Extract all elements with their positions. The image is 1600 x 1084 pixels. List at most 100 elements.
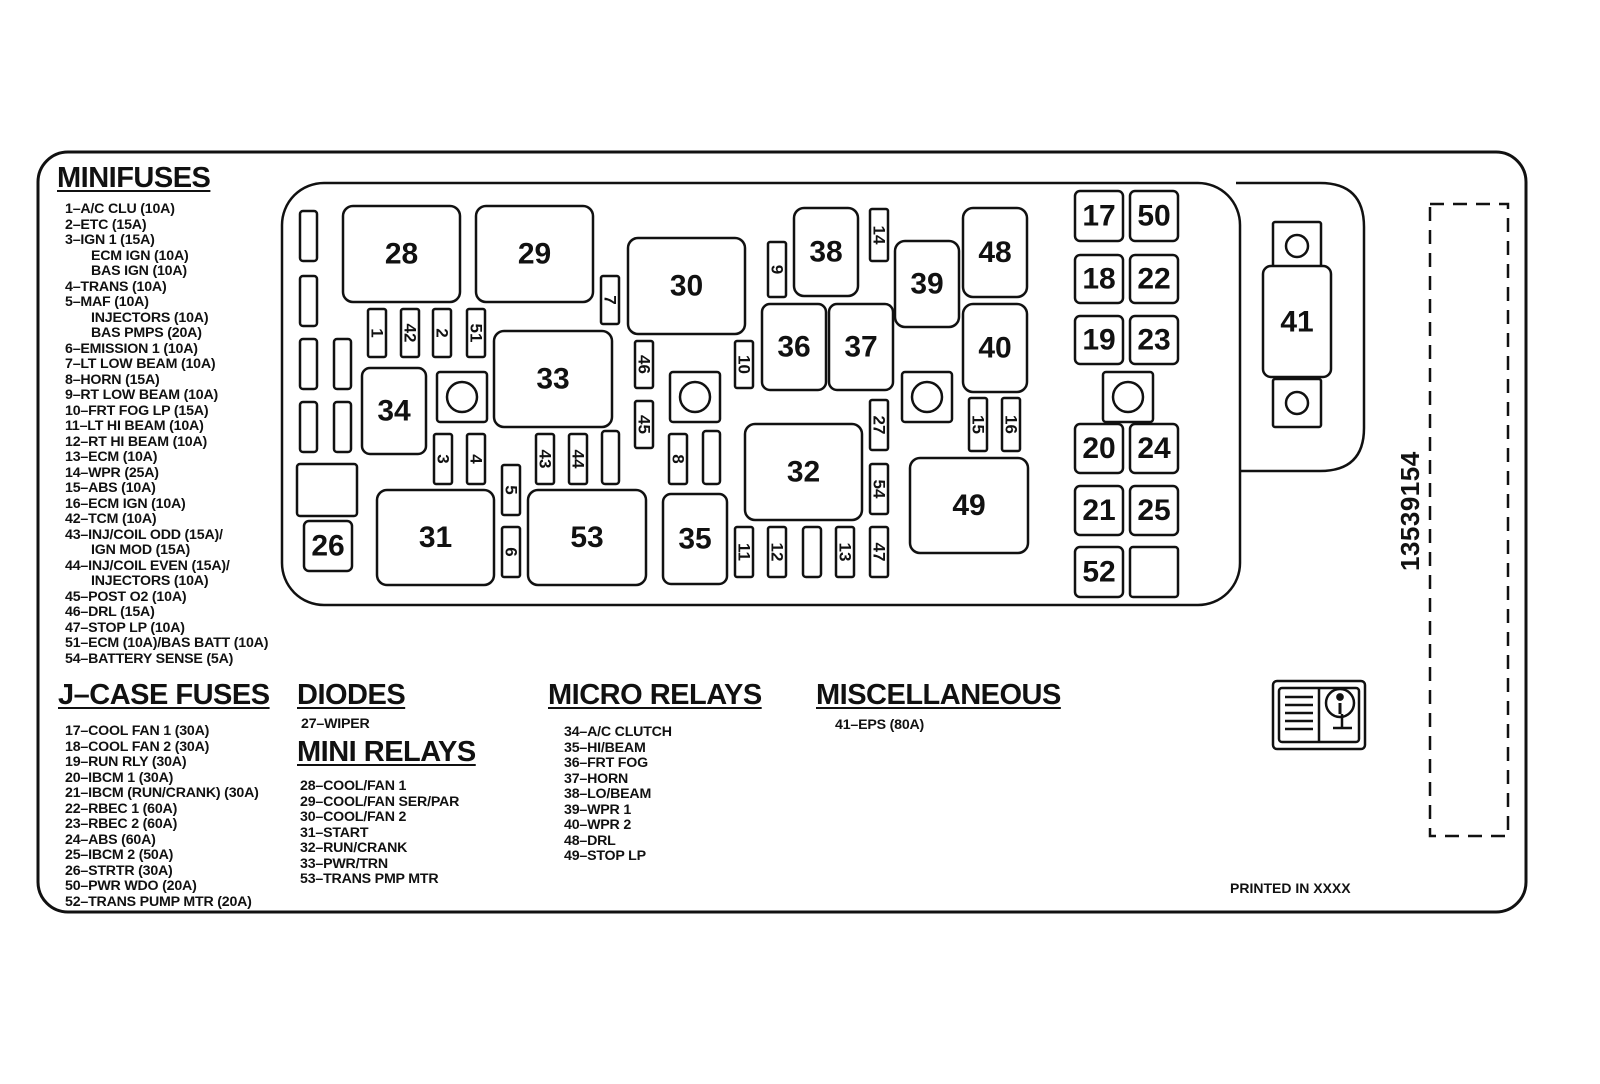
- list-item: 43–INJ/COIL ODD (15A)/: [65, 526, 223, 543]
- mega-fuse-slot: [1261, 264, 1333, 379]
- empty-slot: [298, 337, 319, 391]
- miscellaneous-title: MISCELLANEOUS: [816, 679, 1061, 711]
- empty-slot: [1128, 545, 1180, 599]
- micro-relay-slot: [827, 302, 895, 392]
- list-item: 27–WIPER: [301, 716, 370, 732]
- list-item: 17–COOL FAN 1 (30A): [65, 723, 210, 739]
- jcase-fuse-number: 50: [1137, 200, 1170, 233]
- list-item: 26–STRTR (30A): [65, 862, 173, 879]
- minifuse-number: 4: [467, 454, 486, 464]
- list-item: 14–WPR (25A): [65, 464, 159, 481]
- micro-relay-number: 36: [777, 331, 810, 364]
- list-item: 41–EPS (80A): [835, 717, 925, 733]
- mini-relay-number: 40: [978, 332, 1011, 365]
- mini-relay-slot: [474, 204, 595, 304]
- minifuse-number: 45: [635, 415, 654, 434]
- minifuse-number: 42: [401, 324, 420, 343]
- list-item: 18–COOL FAN 2 (30A): [65, 738, 210, 755]
- jcase-fuse-number: 21: [1082, 494, 1115, 527]
- diodes-title: DIODES: [297, 679, 406, 711]
- jcase-fuse-slot: [1128, 484, 1180, 537]
- minifuse-number: 10: [735, 355, 754, 374]
- mega-fuse-terminal: [1271, 220, 1323, 272]
- minifuse-slot: [567, 432, 589, 486]
- mini-relay-slot: [526, 488, 648, 587]
- minifuse-slot: [733, 525, 755, 579]
- minifuse-slot: [465, 432, 487, 486]
- minifuse-number: 16: [1002, 415, 1021, 434]
- mini-relay-slot: [492, 329, 614, 429]
- mini-relay-slot: [375, 488, 496, 587]
- jcase-fuse-number: 25: [1137, 494, 1170, 527]
- diodes-list: 27–WIPER: [301, 716, 370, 733]
- printed-in-label: PRINTED IN XXXX: [1230, 880, 1351, 896]
- minifuses-list: 1–A/C CLU (10A)2–ETC (15A)3–IGN 1 (15A)E…: [65, 201, 268, 667]
- list-item: 31–START: [300, 824, 369, 841]
- list-item: ECM IGN (10A): [91, 247, 189, 264]
- empty-slot: [298, 274, 319, 328]
- list-item: BAS PMPS (20A): [91, 325, 202, 341]
- terminal-bolt-hole: [1284, 233, 1310, 259]
- minifuse-slot: [432, 432, 454, 486]
- minifuse-slot: [868, 525, 890, 579]
- minifuse-slot: [766, 240, 788, 299]
- empty-slot: [332, 337, 353, 391]
- miscellaneous-list: 41–EPS (80A): [835, 717, 925, 734]
- list-item: 50–PWR WDO (20A): [65, 878, 197, 894]
- mega-fuse-terminal: [1271, 377, 1323, 429]
- micro-relay-slot: [360, 366, 428, 456]
- mini-relay-number: 30: [670, 270, 703, 303]
- mount-hole: [445, 380, 479, 414]
- micro-relays-title: MICRO RELAYS: [548, 679, 762, 711]
- jcase-fuse-slot: [1073, 253, 1125, 305]
- minifuse-number: 13: [836, 543, 855, 562]
- jcase-fuse-slot: [1073, 189, 1125, 243]
- minifuse-number: 54: [870, 480, 889, 499]
- mini-relay-number: 53: [570, 521, 603, 554]
- minifuse-number: 5: [502, 485, 521, 494]
- list-item: 47–STOP LP (10A): [65, 619, 185, 636]
- list-item: 16–ECM IGN (10A): [65, 495, 186, 512]
- mini-relay-slot: [341, 204, 462, 304]
- mini-relay-slot: [908, 456, 1030, 555]
- list-item: 3–IGN 1 (15A): [65, 232, 155, 248]
- mini-relay-slot: [893, 239, 961, 329]
- list-item: 20–IBCM 1 (30A): [65, 769, 174, 786]
- empty-slot: [298, 209, 319, 263]
- list-item: 42–TCM (10A): [65, 511, 157, 527]
- minifuse-slot: [366, 307, 388, 359]
- mount-hole: [910, 380, 944, 414]
- minifuse-number: 1: [368, 328, 387, 337]
- minifuse-number: 46: [635, 355, 654, 374]
- empty-slot: [801, 525, 823, 579]
- empty-slot: [701, 429, 722, 486]
- minifuse-slot: [534, 432, 556, 486]
- mini-relay-number: 31: [419, 521, 452, 554]
- list-item: 4–TRANS (10A): [65, 278, 167, 295]
- jcase-fuse-number: 23: [1137, 324, 1170, 357]
- list-item: 1–A/C CLU (10A): [65, 201, 175, 217]
- minifuse-number: 7: [601, 295, 620, 304]
- jcase-fuse-slot: [1073, 545, 1125, 599]
- micro-relay-slot: [661, 492, 729, 586]
- empty-slot: [298, 400, 319, 454]
- minifuse-slot: [599, 274, 621, 326]
- list-item: BAS IGN (10A): [91, 263, 187, 279]
- list-item: 15–ABS (10A): [65, 480, 156, 496]
- list-item: IGN MOD (15A): [91, 542, 191, 558]
- minifuses-title: MINIFUSES: [57, 162, 211, 194]
- minifuse-number: 11: [735, 543, 754, 561]
- jcase-fuse-number: 24: [1137, 432, 1171, 465]
- jcase-fuse-number: 22: [1137, 263, 1170, 296]
- mini-relay-number: 38: [809, 236, 842, 269]
- jcase-fuse-slot: [1128, 189, 1180, 243]
- owner-manual-info-icon: [1271, 679, 1367, 751]
- minifuse-number: 14: [870, 226, 889, 245]
- jcase-fuse-slot: [1128, 422, 1180, 475]
- list-item: 24–ABS (60A): [65, 831, 156, 848]
- mini-relay-number: 48: [978, 236, 1011, 269]
- mini-relay-number: 49: [952, 489, 985, 522]
- list-item: 35–HI/BEAM: [564, 739, 646, 756]
- list-item: 54–BATTERY SENSE (5A): [65, 650, 234, 667]
- list-item: 49–STOP LP: [564, 848, 646, 864]
